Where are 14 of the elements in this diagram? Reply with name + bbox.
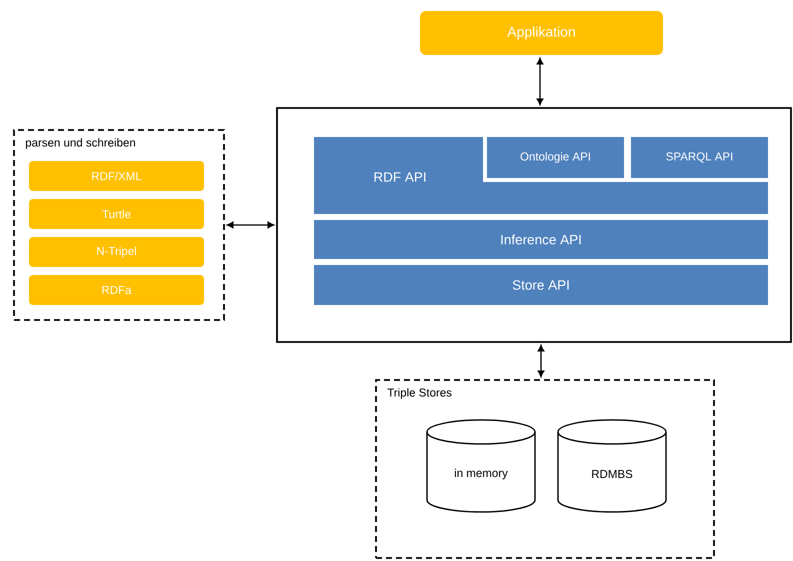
api-layer: Store API bbox=[314, 265, 768, 305]
application-box: Applikation bbox=[420, 11, 663, 55]
format-box: RDF/XML bbox=[29, 161, 204, 191]
arrow bbox=[536, 58, 544, 106]
format-box: Turtle bbox=[29, 198, 204, 229]
api-box: SPARQL API bbox=[631, 137, 768, 178]
arrow bbox=[226, 222, 274, 228]
api-layer: Inference API bbox=[314, 220, 768, 259]
arrow bbox=[538, 344, 544, 378]
database-cylinder: RDMBS bbox=[557, 419, 667, 513]
format-box: RDFa bbox=[29, 274, 204, 305]
format-box: N-Tripel bbox=[29, 236, 204, 267]
database-cylinder: in memory bbox=[426, 419, 536, 513]
api-box: Ontologie API bbox=[487, 137, 624, 178]
